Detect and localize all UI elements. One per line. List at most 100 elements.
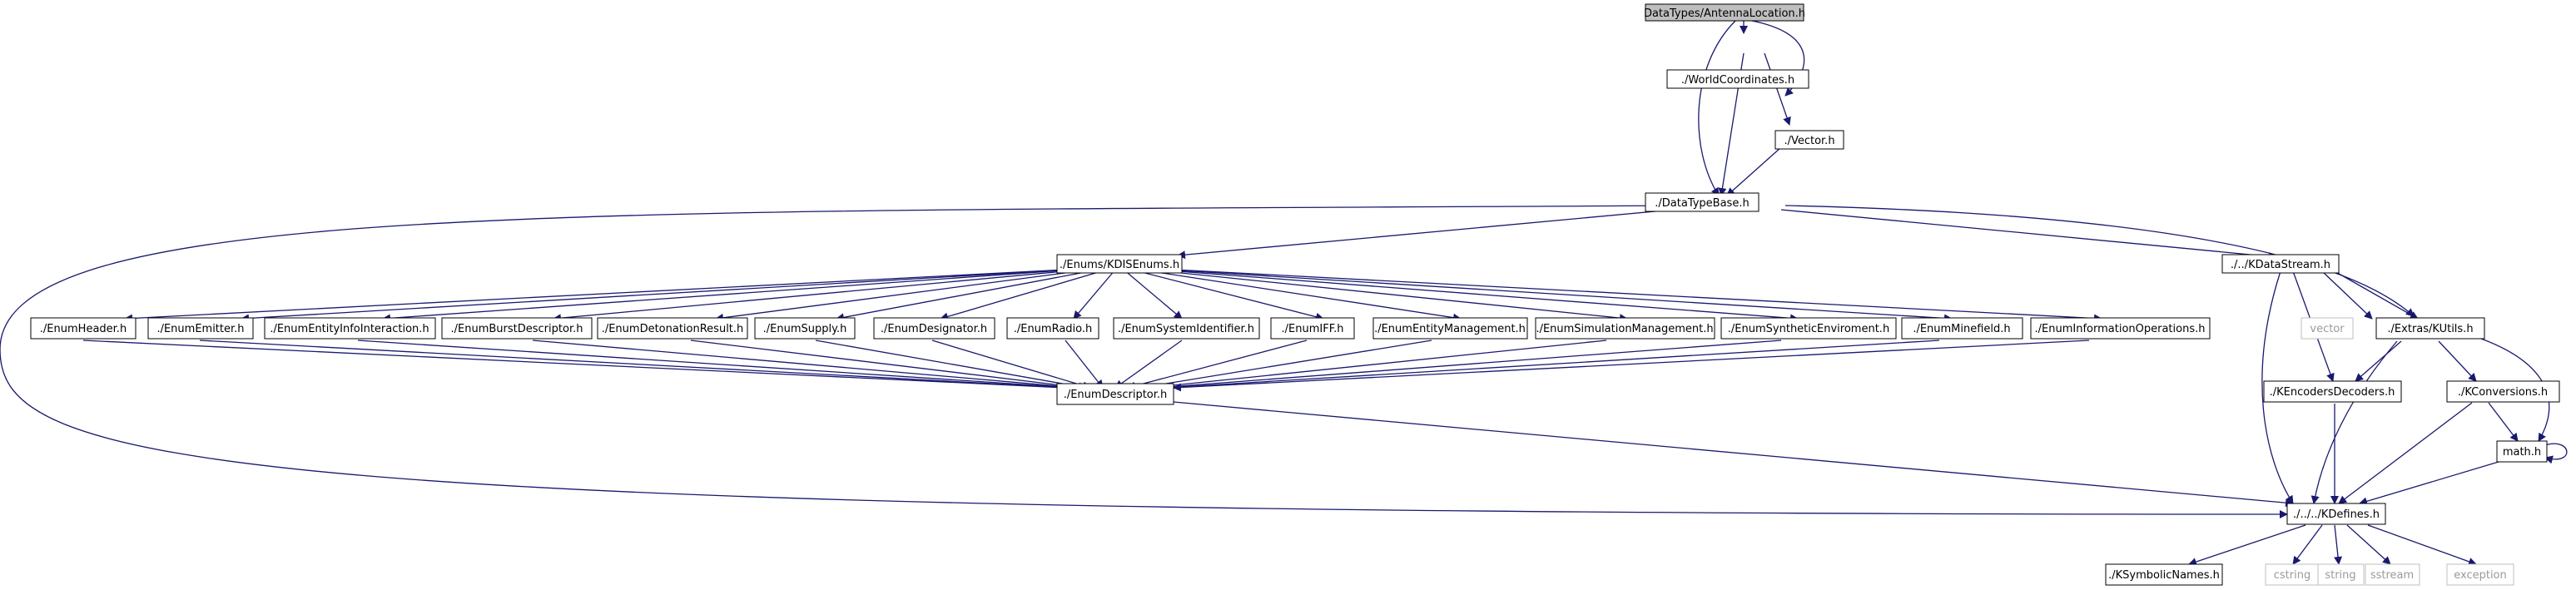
node-enum-supply[interactable]: ./EnumSupply.h <box>754 317 856 340</box>
edge <box>124 269 1066 323</box>
node-enum-detonation-result[interactable]: ./EnumDetonationResult.h <box>597 317 748 340</box>
node-string[interactable]: string <box>2317 563 2365 586</box>
node-enum-radio[interactable]: ./EnumRadio.h <box>1006 317 1099 340</box>
edge <box>1173 401 2294 508</box>
node-label: vector <box>2310 323 2345 335</box>
node-label: exception <box>2454 569 2507 582</box>
node-enum-emitter[interactable]: ./EnumEmitter.h <box>147 317 254 340</box>
edge <box>199 340 1070 392</box>
edge <box>2346 524 2391 565</box>
node-label: ./Enums/KDISEnums.h <box>1060 259 1179 271</box>
edge <box>940 269 1108 321</box>
node-label: ./EnumSyntheticEnviroment.h <box>1728 323 1889 335</box>
node-enum-information-operations[interactable]: ./EnumInformationOperations.h <box>2030 317 2211 340</box>
node-label: ./EnumDescriptor.h <box>1064 389 1168 401</box>
node-enum-burst-descriptor[interactable]: ./EnumBurstDescriptor.h <box>441 317 593 340</box>
node-label: ./EnumInformationOperations.h <box>2035 323 2206 335</box>
edge <box>382 269 1075 323</box>
edge <box>1784 205 2415 317</box>
edge <box>1114 340 1183 389</box>
edge <box>836 269 1099 322</box>
edge <box>1780 209 2277 261</box>
node-data-type-base[interactable]: ./DataTypeBase.h <box>1645 192 1760 212</box>
edge <box>1127 340 1308 390</box>
node-math-h[interactable]: math.h <box>2496 440 2548 463</box>
node-label: ./EnumSystemIdentifier.h <box>1118 323 1254 335</box>
node-vector-std[interactable]: vector <box>2301 317 2354 340</box>
edge <box>931 340 1091 390</box>
edge <box>2355 340 2402 382</box>
edge <box>0 205 2288 518</box>
node-label: cstring <box>2274 569 2310 582</box>
edge <box>2359 459 2508 506</box>
edge <box>1139 340 1432 391</box>
edge <box>2292 524 2323 565</box>
node-enum-simulation-management[interactable]: ./EnumSimulationManagement.h <box>1535 317 1715 340</box>
node-enum-iff[interactable]: ./EnumIFF.h <box>1270 317 1355 340</box>
node-enum-designator[interactable]: ./EnumDesignator.h <box>873 317 995 340</box>
node-label: ./EnumDetonationResult.h <box>602 323 744 335</box>
node-vector-h[interactable]: ./Vector.h <box>1774 130 1844 150</box>
edge <box>1164 269 1953 323</box>
edge <box>690 340 1083 391</box>
node-label: math.h <box>2503 446 2541 459</box>
edge <box>532 340 1079 392</box>
edge <box>1764 52 1791 126</box>
edge <box>1164 340 1940 392</box>
node-kdata-stream[interactable]: ./../KDataStream.h <box>2221 254 2340 274</box>
edge <box>1073 269 1116 320</box>
node-enum-minefield[interactable]: ./EnumMinefield.h <box>1901 317 2023 340</box>
node-ksymbolic-names[interactable]: ./KSymbolicNames.h <box>2105 563 2223 586</box>
node-label: sstream <box>2370 569 2414 582</box>
edge <box>2544 443 2568 464</box>
edge <box>1139 269 1462 322</box>
edge <box>2367 524 2477 566</box>
node-label: ./EnumDesignator.h <box>881 323 987 335</box>
node-world-coordinates[interactable]: ./WorldCoordinates.h <box>1666 69 1809 89</box>
node-enum-header[interactable]: ./EnumHeader.h <box>30 317 136 340</box>
node-label: ./DataTypeBase.h <box>1655 197 1749 210</box>
edge <box>553 269 1083 323</box>
node-label: ./Extras/KUtils.h <box>2387 323 2473 335</box>
edge <box>2488 402 2519 442</box>
edge <box>357 340 1075 392</box>
node-label: ./KConversions.h <box>2458 386 2548 399</box>
node-root[interactable]: DataTypes/AntennaLocation.h <box>1644 3 1805 22</box>
node-enum-system-identifier[interactable]: ./EnumSystemIdentifier.h <box>1113 317 1260 340</box>
node-label: string <box>2325 569 2355 582</box>
node-enum-synthetic-environment[interactable]: ./EnumSyntheticEnviroment.h <box>1720 317 1897 340</box>
node-sstream[interactable]: sstream <box>2365 563 2420 586</box>
node-label: ./KSymbolicNames.h <box>2108 569 2220 582</box>
node-kutils[interactable]: ./Extras/KUtils.h <box>2375 317 2485 340</box>
edge <box>2188 524 2306 566</box>
node-enum-descriptor[interactable]: ./EnumDescriptor.h <box>1056 383 1174 405</box>
node-label: ./EnumIFF.h <box>1282 323 1344 335</box>
node-kdis-enums[interactable]: ./Enums/KDISEnums.h <box>1056 254 1183 274</box>
node-kdefines[interactable]: ./../../KDefines.h <box>2286 503 2386 525</box>
edge <box>1173 340 2090 392</box>
node-label: ./EnumSupply.h <box>763 323 847 335</box>
edge <box>1173 269 2102 323</box>
node-label: ./EnumMinefield.h <box>1913 323 2010 335</box>
node-enum-entity-info-interaction[interactable]: ./EnumEntityInfoInteraction.h <box>264 317 436 340</box>
node-label: ./EnumRadio.h <box>1014 323 1093 335</box>
node-exception[interactable]: exception <box>2446 563 2514 586</box>
edge <box>715 269 1091 322</box>
edge <box>1148 340 1607 392</box>
node-label: ./Vector.h <box>1784 135 1834 147</box>
node-label: ./EnumEntityManagement.h <box>1374 323 1526 335</box>
node-label: ./EnumEmitter.h <box>156 323 244 335</box>
node-kconversions[interactable]: ./KConversions.h <box>2446 380 2560 403</box>
edge <box>2261 270 2294 504</box>
node-enum-entity-management[interactable]: ./EnumEntityManagement.h <box>1372 317 1528 340</box>
node-cstring[interactable]: cstring <box>2265 563 2320 586</box>
node-label: ./../KDataStream.h <box>2231 259 2330 271</box>
node-kencoders-decoders[interactable]: ./KEncodersDecoders.h <box>2263 380 2402 403</box>
edge <box>2334 270 2419 320</box>
node-label: ./WorldCoordinates.h <box>1681 74 1794 87</box>
edge <box>2438 340 2477 382</box>
node-label: ./EnumBurstDescriptor.h <box>451 323 583 335</box>
edge <box>2334 524 2343 565</box>
edge <box>1131 269 1324 321</box>
